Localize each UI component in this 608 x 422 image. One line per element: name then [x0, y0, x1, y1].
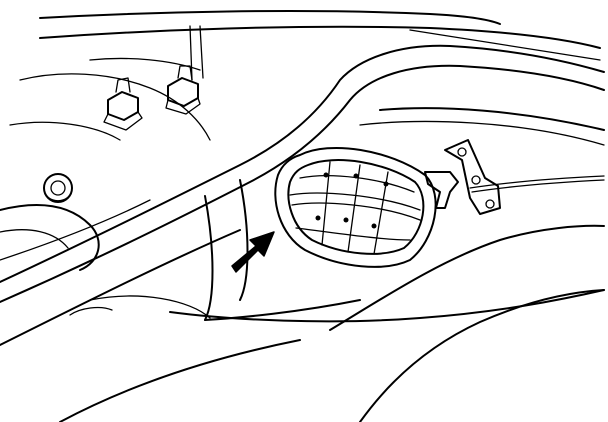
pointer-arrow: [231, 231, 275, 273]
bolt: [43, 173, 73, 203]
body-panel: [0, 44, 605, 422]
nut: [165, 65, 201, 115]
cable: [469, 175, 605, 193]
roof-edge-lines: [39, 10, 601, 81]
bolt: [103, 77, 143, 131]
hinge-bracket: [424, 139, 501, 215]
vent-grille: [274, 146, 437, 268]
